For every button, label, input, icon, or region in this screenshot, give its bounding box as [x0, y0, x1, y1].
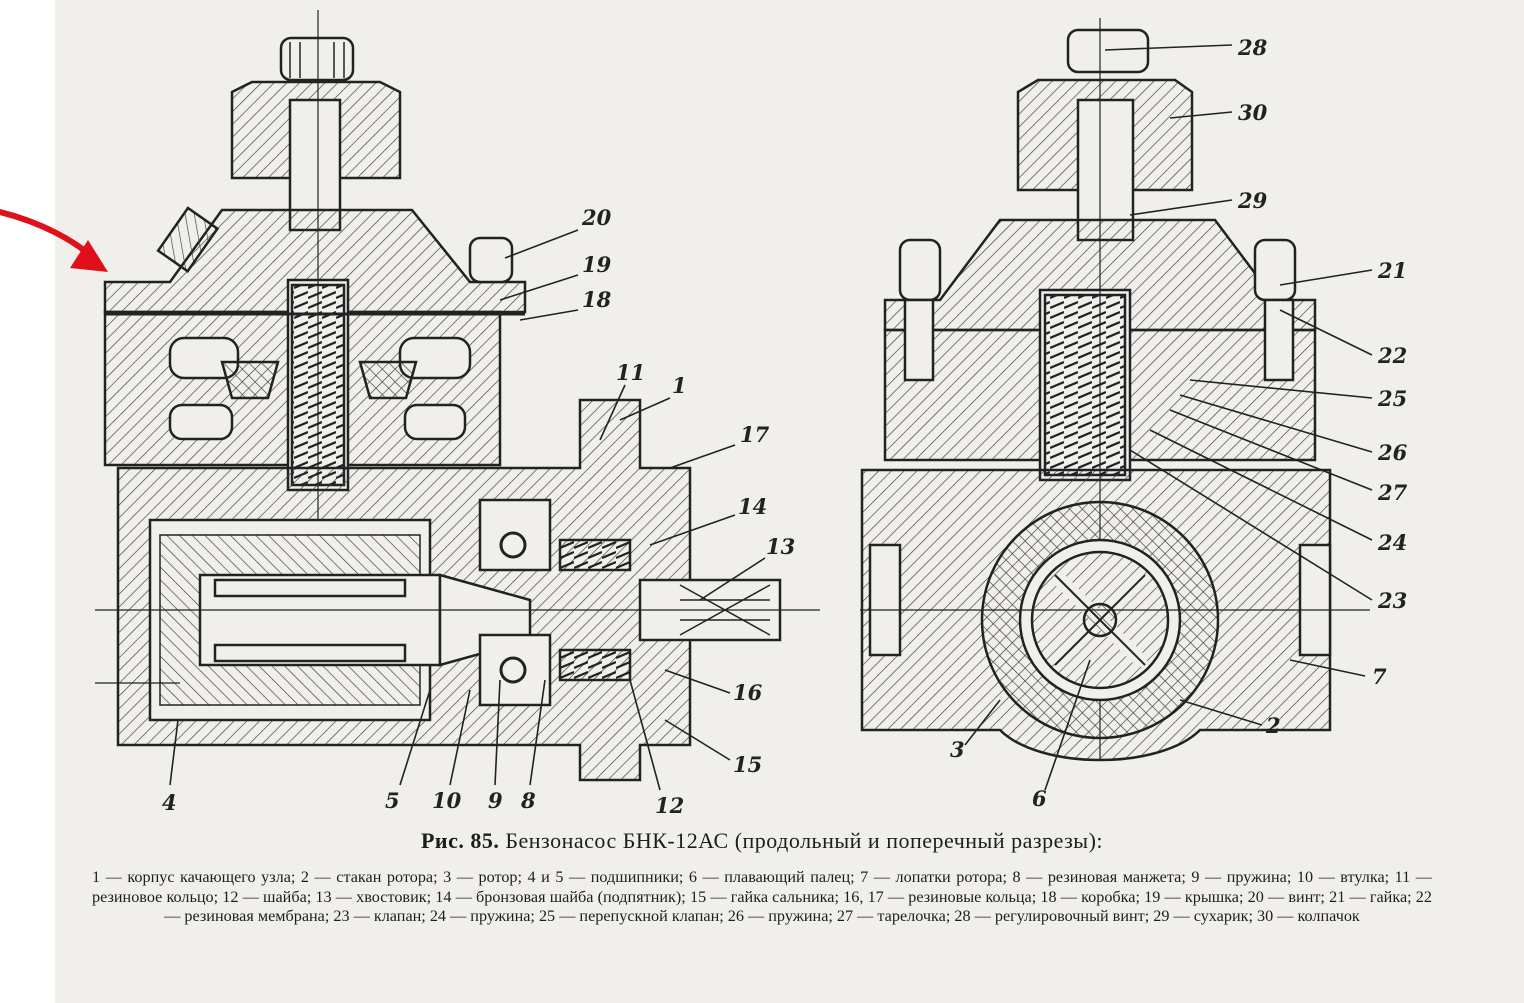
label-13: 13 — [766, 534, 795, 559]
longitudinal-section — [95, 10, 820, 782]
label-27: 27 — [1377, 480, 1408, 505]
label-30: 30 — [1238, 100, 1268, 125]
label-21: 21 — [1377, 258, 1407, 283]
figure-number: Рис. 85. — [420, 828, 500, 853]
label-29: 29 — [1237, 188, 1268, 213]
part-number-labels: 20 19 18 11 1 17 14 13 16 15 12 4 5 10 9… — [162, 35, 1408, 818]
leader-lines-right — [964, 44, 1373, 791]
label-26: 26 — [1377, 440, 1408, 465]
label-25: 25 — [1377, 386, 1407, 411]
label-19: 19 — [582, 252, 612, 277]
label-28: 28 — [1237, 35, 1268, 60]
label-9: 9 — [488, 788, 503, 813]
label-16: 16 — [733, 680, 763, 705]
label-1: 1 — [672, 373, 687, 398]
label-11: 11 — [616, 360, 645, 385]
label-7: 7 — [1372, 664, 1387, 689]
leader-lines-left — [169, 229, 766, 791]
label-5: 5 — [385, 788, 400, 813]
label-4: 4 — [162, 790, 177, 815]
label-14: 14 — [738, 494, 767, 519]
figure-legend: 1 — корпус качающего узла; 2 — стакан ро… — [92, 868, 1432, 925]
red-arrow-icon — [0, 209, 108, 272]
label-20: 20 — [581, 205, 612, 230]
label-8: 8 — [520, 788, 536, 813]
label-24: 24 — [1377, 530, 1407, 555]
label-2: 2 — [1265, 713, 1281, 738]
figure-caption: Рис. 85. Бензонасос БНК-12АС (продольный… — [0, 828, 1524, 854]
label-12: 12 — [655, 793, 684, 818]
label-15: 15 — [733, 752, 762, 777]
label-23: 23 — [1377, 588, 1407, 613]
transverse-section — [860, 18, 1370, 762]
label-18: 18 — [582, 287, 612, 312]
figure-caption-text: Бензонасос БНК-12АС (продольный и попере… — [505, 828, 1104, 853]
label-3: 3 — [950, 737, 965, 762]
label-6: 6 — [1032, 786, 1047, 811]
label-22: 22 — [1377, 343, 1407, 368]
label-17: 17 — [740, 422, 770, 447]
label-10: 10 — [432, 788, 462, 813]
